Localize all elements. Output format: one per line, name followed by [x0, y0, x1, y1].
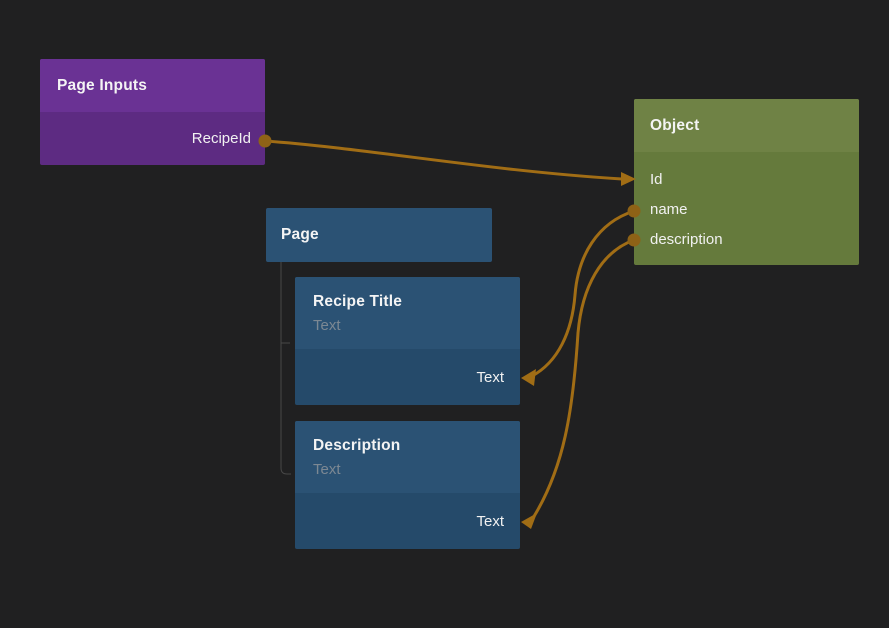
connection-name-curve[interactable]	[531, 209, 635, 378]
node-object[interactable]: Object Id name description	[634, 99, 859, 265]
node-object-title: Object	[650, 116, 700, 134]
node-recipe-title-title: Recipe Title	[313, 293, 403, 310]
connection-description-to-description-text[interactable]	[521, 233, 641, 530]
port-name[interactable]: name	[634, 194, 859, 224]
node-page-title: Page	[281, 226, 319, 243]
node-recipe-title[interactable]: Recipe Title Text Text	[295, 277, 520, 405]
node-page-inputs-header: Page Inputs	[40, 59, 265, 112]
connection-arrow-description-text	[521, 513, 537, 529]
node-page-header: Page	[266, 208, 492, 262]
node-recipe-title-body: Text	[295, 349, 520, 405]
port-description[interactable]: description	[634, 224, 859, 254]
tree-connector-line	[280, 262, 291, 475]
port-recipe-title-text[interactable]: Text	[295, 349, 520, 405]
connection-description-curve[interactable]	[531, 238, 635, 519]
node-description-header: Description Text	[295, 421, 520, 493]
node-description-title: Description	[313, 437, 401, 454]
port-description-text-label: Text	[476, 512, 504, 530]
port-recipe-title-text-label: Text	[476, 368, 504, 386]
node-description[interactable]: Description Text Text	[295, 421, 520, 549]
port-id-label: Id	[650, 170, 663, 188]
node-page[interactable]: Page	[266, 208, 492, 262]
node-page-inputs-title: Page Inputs	[57, 76, 148, 94]
node-description-type: Text	[313, 461, 341, 478]
connection-recipeid-to-id-curve[interactable]	[264, 139, 623, 181]
node-page-inputs[interactable]: Page Inputs RecipeId	[40, 59, 265, 165]
port-id[interactable]: Id	[634, 164, 859, 194]
connection-recipeid-to-id[interactable]	[258, 134, 637, 187]
node-recipe-title-header: Recipe Title Text	[295, 277, 520, 349]
node-object-header: Object	[634, 99, 859, 152]
port-recipeid-label: RecipeId	[191, 130, 251, 147]
port-description-text[interactable]: Text	[295, 493, 520, 549]
node-page-inputs-body: RecipeId	[40, 112, 265, 165]
node-recipe-title-type: Text	[313, 317, 341, 334]
connection-arrow-recipe-title-text	[521, 369, 536, 386]
port-name-label: name	[650, 200, 688, 218]
port-description-label: description	[650, 230, 723, 248]
node-description-body: Text	[295, 493, 520, 549]
connection-name-to-recipe-title-text[interactable]	[521, 204, 641, 387]
node-object-body: Id name description	[634, 152, 859, 265]
port-recipeid[interactable]: RecipeId	[40, 112, 265, 165]
